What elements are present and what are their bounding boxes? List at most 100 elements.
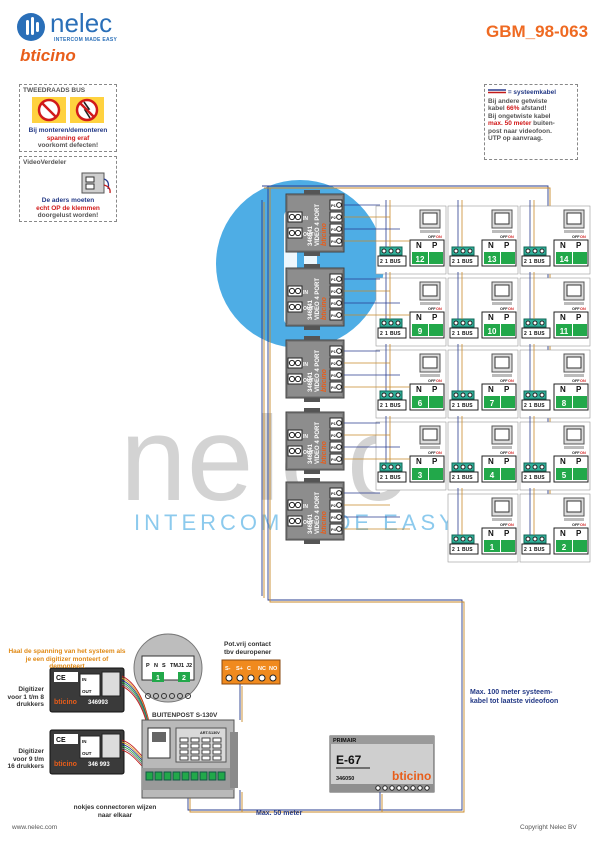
connector-pin-label: J2 xyxy=(186,663,192,669)
distributor-port-P4 xyxy=(329,453,343,465)
switch-off-label: OFF xyxy=(500,307,508,311)
screw-icon xyxy=(288,359,296,367)
distributor-port-P1 xyxy=(329,199,343,211)
terminal-p-label: P xyxy=(504,241,510,250)
videophone-screen xyxy=(422,356,438,369)
videophone-number: 11 xyxy=(560,327,569,336)
terminal-p-label: P xyxy=(576,385,582,394)
distributor-port-label: P3 xyxy=(331,445,337,450)
bus-terminal-bus: BUS xyxy=(534,259,545,265)
bus-terminal-bus: BUS xyxy=(462,259,473,265)
distributor-port-P2 xyxy=(329,429,343,441)
call-button xyxy=(212,749,222,755)
distributor-port-P2 xyxy=(329,211,343,223)
bus-terminal-2: 2 xyxy=(452,259,455,265)
screw-icon xyxy=(525,464,531,470)
address-n-switch xyxy=(556,396,572,408)
camera-lens xyxy=(152,732,166,742)
contact-title: Pot.vrij contact tbv deuropener xyxy=(224,641,271,657)
distributor-port-label: P1 xyxy=(331,491,337,496)
distributor-model: 346841 xyxy=(308,225,314,246)
digitizer1-label: Digitizer voor 1 t/m 8 drukkers xyxy=(7,686,44,708)
distributor-model: 346841 xyxy=(308,371,314,392)
terminal-n-label: N xyxy=(416,313,422,322)
videophone-number: 9 xyxy=(418,327,423,336)
terminal-block xyxy=(181,771,190,781)
switch-on-label: ON xyxy=(580,235,586,239)
call-button xyxy=(201,743,211,749)
pin-icon xyxy=(161,693,167,699)
distributor-port-label: P3 xyxy=(331,301,337,306)
screw-icon xyxy=(532,392,538,398)
bus-terminal-label-box xyxy=(521,471,551,483)
distributor-in-label: IN xyxy=(303,216,308,222)
distributor-clip-top xyxy=(304,190,320,194)
psu-primary-label: PRIMAIR xyxy=(333,738,356,744)
nelec-logo[interactable] xyxy=(16,12,46,47)
distributor-port-label: P2 xyxy=(331,289,337,294)
trunk-main-b xyxy=(189,188,465,813)
screw-icon xyxy=(336,226,342,232)
screw-icon xyxy=(288,213,296,221)
distributor-port-label: P4 xyxy=(331,239,337,244)
screw-icon xyxy=(460,248,466,254)
outdoor-station-label: BUITENPOST S-130V xyxy=(152,712,218,719)
screw-icon xyxy=(336,276,342,282)
bus-terminal-bus: BUS xyxy=(390,331,401,337)
screw-icon xyxy=(336,432,342,438)
bus-terminal-2: 2 xyxy=(452,547,455,553)
videophone-screen xyxy=(422,428,438,441)
bus-terminal-label-box xyxy=(377,327,407,339)
videophone-number: 2 xyxy=(562,543,567,552)
bticino-logo: bticino xyxy=(20,46,76,65)
distributor-port-label: P2 xyxy=(331,503,337,508)
screw-icon xyxy=(395,320,401,326)
videophone-screen xyxy=(494,356,510,369)
distributor-port-P1 xyxy=(329,417,343,429)
screw-icon xyxy=(467,320,473,326)
switch-on-label: ON xyxy=(508,523,514,527)
address-p-switch xyxy=(501,468,515,480)
bus-terminal-label-box xyxy=(377,399,407,411)
screw-icon xyxy=(336,372,342,378)
screw-icon xyxy=(336,348,342,354)
distributor-brand: bticino xyxy=(321,440,328,464)
screw-icon xyxy=(288,375,296,383)
connector-num-2: 2 xyxy=(182,675,186,682)
distributor-in-label: IN xyxy=(303,504,308,510)
bus-terminal-1: 1 xyxy=(385,331,388,337)
screw-icon xyxy=(388,464,394,470)
videophone-base xyxy=(492,446,512,449)
bus-terminal-1: 1 xyxy=(385,475,388,481)
switch-on-label: ON xyxy=(508,451,514,455)
outdoor-model: ART.S130V xyxy=(200,731,220,735)
screw-icon xyxy=(336,456,342,462)
call-button xyxy=(190,737,200,743)
connector-num-1: 1 xyxy=(156,675,160,682)
call-button xyxy=(201,737,211,743)
videophone-screen xyxy=(566,284,582,297)
terminal-block xyxy=(145,771,154,781)
max100-note: Max. 100 meter systeem- kabel tot laatst… xyxy=(470,688,558,706)
screw-icon xyxy=(294,359,302,367)
connector-pin-label: P xyxy=(146,663,150,669)
terminal-block xyxy=(154,771,163,781)
cable-note-l4a: max. 50 meter xyxy=(488,120,532,127)
bus-terminal-1: 1 xyxy=(385,259,388,265)
cable-note-l1: Bij andere getwiste xyxy=(488,97,548,105)
screw-icon xyxy=(395,464,401,470)
connector-pin-label: S xyxy=(162,663,166,669)
address-p-switch xyxy=(573,468,587,480)
videophone-base xyxy=(564,446,584,449)
bus-terminal-2: 2 xyxy=(452,475,455,481)
footer-website[interactable]: www.nelec.com xyxy=(12,824,58,831)
address-p-switch xyxy=(573,540,587,552)
screw-icon xyxy=(288,229,296,237)
switch-off-label: OFF xyxy=(428,451,436,455)
distributor-port-P1 xyxy=(329,345,343,357)
bus-terminal-1: 1 xyxy=(529,475,532,481)
distributor-clip-top xyxy=(304,336,320,340)
document-id: GBM_98-063 xyxy=(486,22,589,41)
screw-icon xyxy=(460,320,466,326)
